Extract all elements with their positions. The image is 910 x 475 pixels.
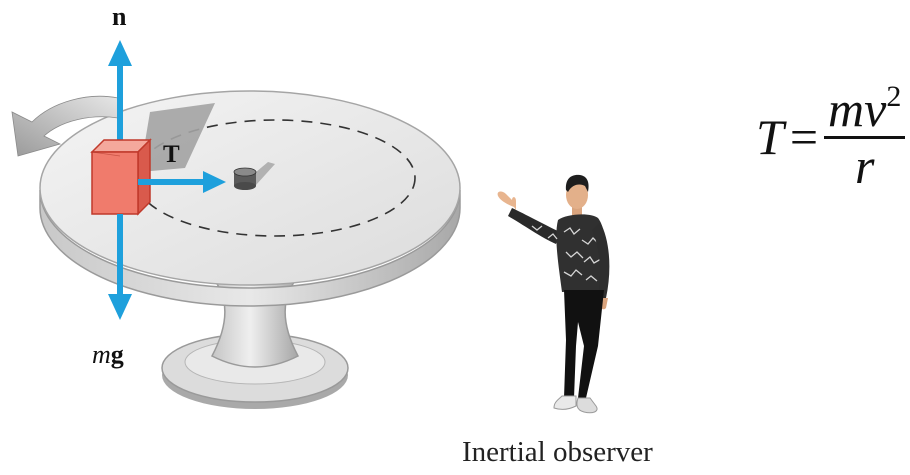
weight-label: mg: [92, 342, 124, 368]
normal-plane-shadow: [140, 103, 215, 172]
weight-arrow: [108, 214, 132, 320]
observer-figure: [497, 174, 610, 414]
formula-denominator: r: [854, 138, 875, 194]
centripetal-formula: T = mv2 r: [756, 80, 906, 194]
weight-label-m: m: [92, 340, 111, 369]
weight-label-g: g: [110, 340, 124, 369]
center-peg: [233, 167, 257, 190]
formula-numerator: mv2: [824, 80, 906, 139]
tension-arrow: [138, 171, 226, 193]
formula-lhs: T: [756, 108, 784, 165]
tension-label: T: [163, 141, 180, 168]
table-rim: [39, 189, 461, 307]
rotation-arrow: [11, 95, 119, 157]
normal-force-label: n: [112, 2, 127, 31]
formula-exponent: 2: [886, 80, 902, 113]
normal-force-arrow: [108, 40, 132, 152]
block: [90, 138, 152, 216]
formula-fraction: mv2 r: [824, 80, 906, 194]
formula-numerator-text: mv: [828, 81, 887, 137]
formula-equals: =: [789, 108, 819, 165]
observer-caption: Inertial observer: [462, 436, 653, 468]
